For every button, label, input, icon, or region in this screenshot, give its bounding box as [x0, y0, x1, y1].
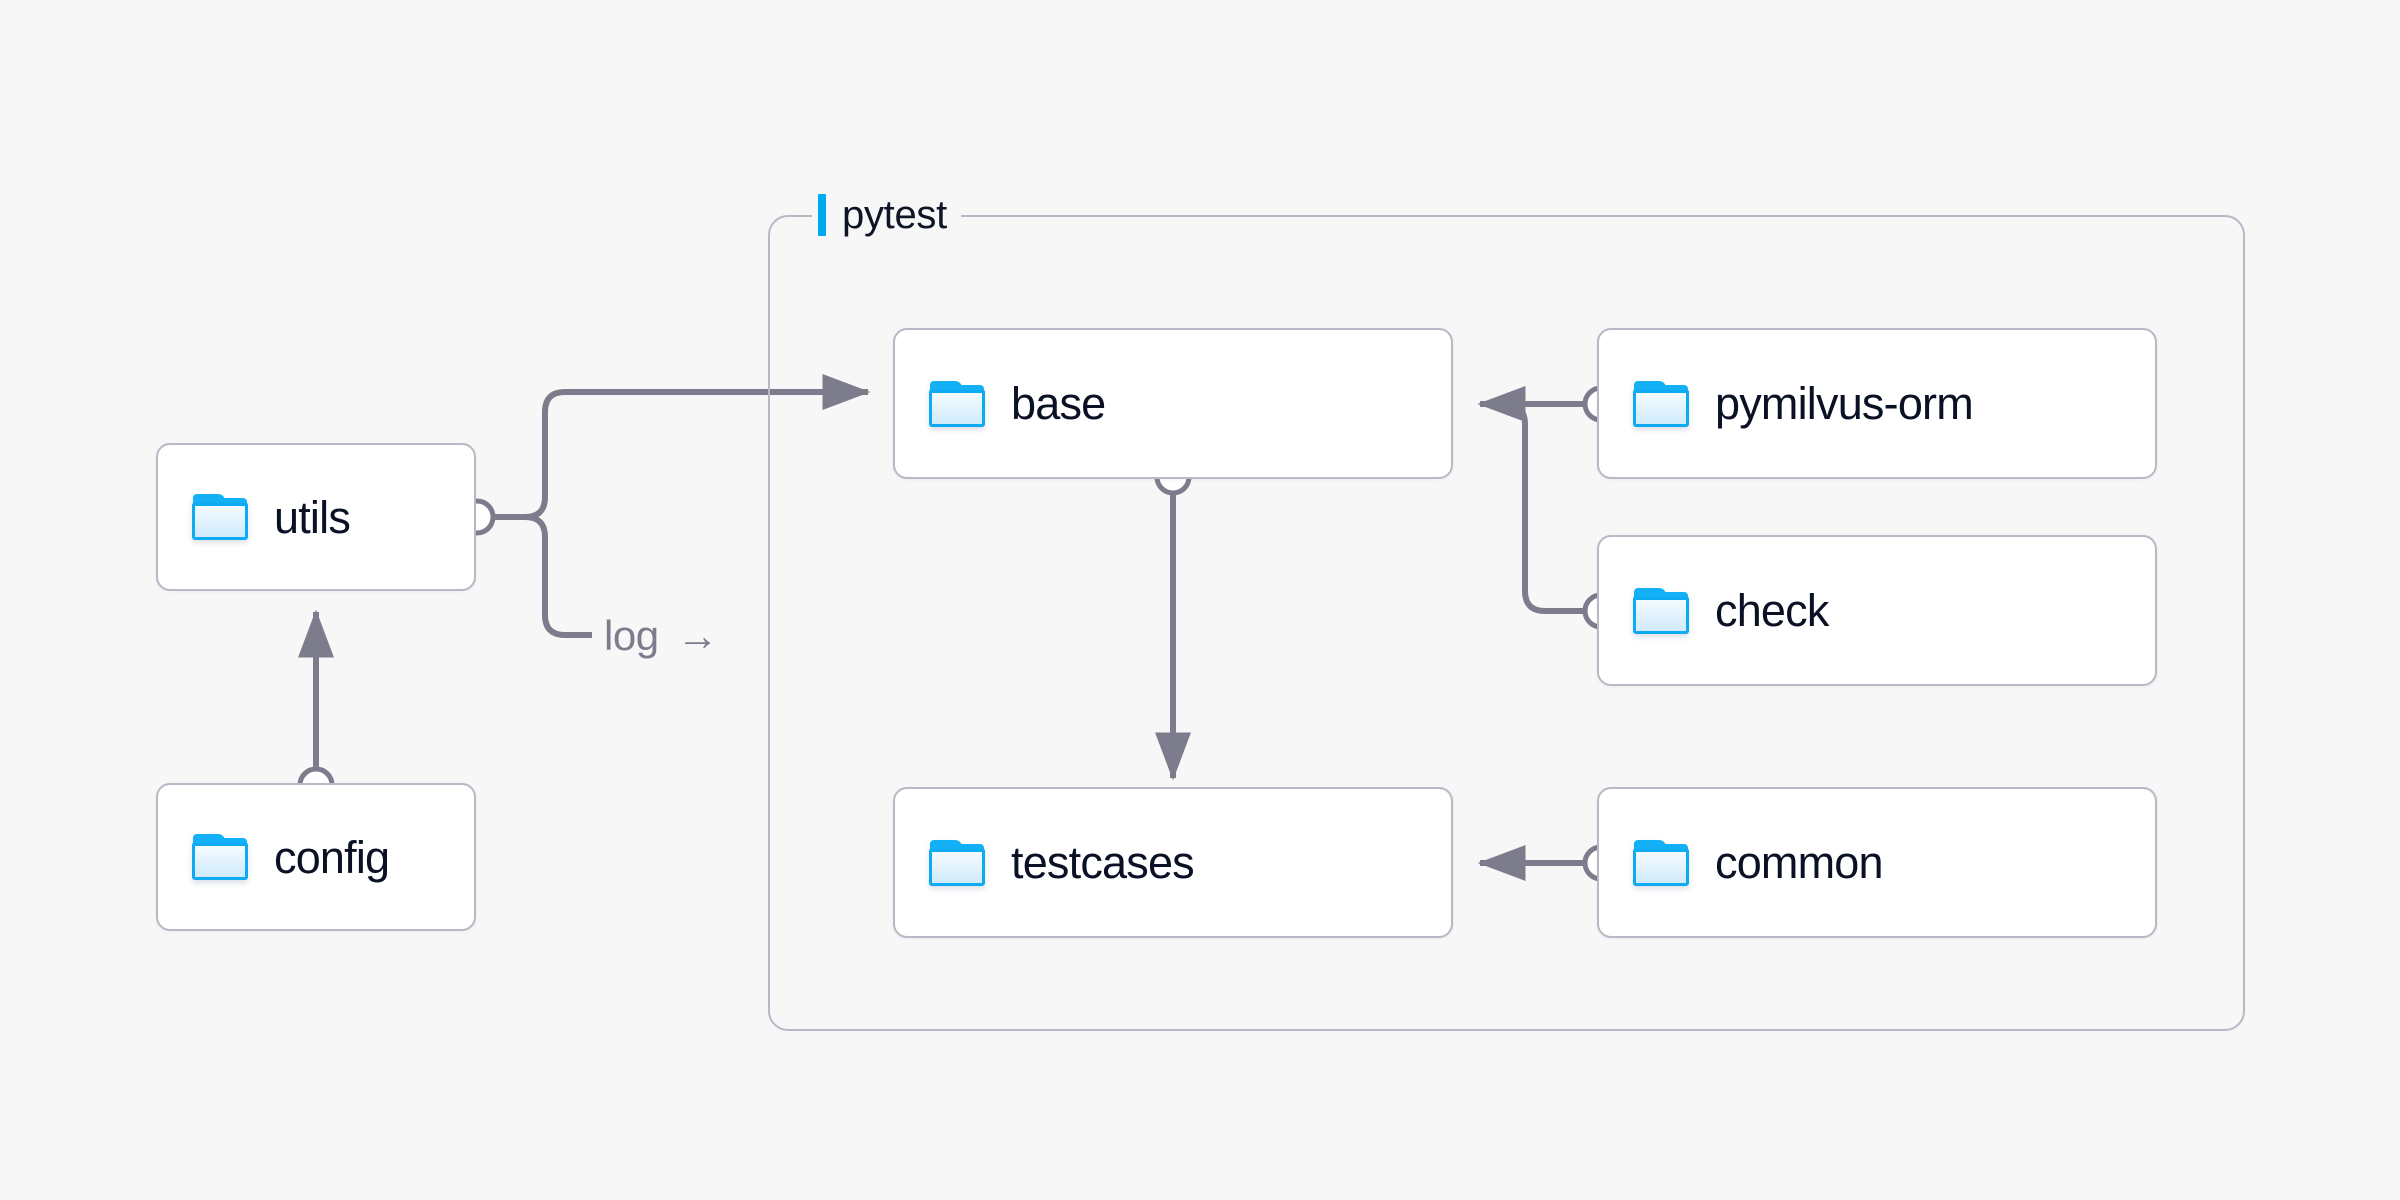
node-config[interactable]: config — [156, 783, 476, 931]
node-testcases[interactable]: testcases — [893, 787, 1453, 938]
folder-icon — [192, 834, 248, 880]
folder-icon — [1633, 587, 1689, 634]
folder-icon — [929, 380, 985, 427]
node-config-label: config — [274, 831, 390, 883]
folder-icon — [929, 839, 985, 886]
node-utils[interactable]: utils — [156, 443, 476, 591]
edge-label-log: log → — [604, 612, 719, 659]
node-check[interactable]: check — [1597, 535, 2157, 686]
folder-icon — [1633, 839, 1689, 886]
node-check-label: check — [1715, 585, 1829, 636]
folder-icon — [1633, 380, 1689, 427]
folder-icon — [192, 494, 248, 540]
edge-label-log-text: log — [604, 612, 659, 659]
node-testcases-label: testcases — [1011, 837, 1195, 888]
group-pytest[interactable] — [768, 215, 2245, 1031]
node-utils-label: utils — [274, 491, 351, 543]
group-title-label: pytest — [842, 192, 947, 237]
edge-label-log-arrow-icon: → — [676, 612, 719, 659]
node-common[interactable]: common — [1597, 787, 2157, 938]
node-pymilvus-orm-label: pymilvus-orm — [1715, 378, 1974, 429]
node-base[interactable]: base — [893, 328, 1453, 479]
group-pytest-title: pytest — [812, 188, 961, 242]
node-pymilvus-orm[interactable]: pymilvus-orm — [1597, 328, 2157, 479]
node-base-label: base — [1011, 378, 1106, 429]
node-common-label: common — [1715, 837, 1884, 888]
group-accent-bar — [818, 194, 826, 236]
edge-utils-to-log — [492, 514, 592, 638]
